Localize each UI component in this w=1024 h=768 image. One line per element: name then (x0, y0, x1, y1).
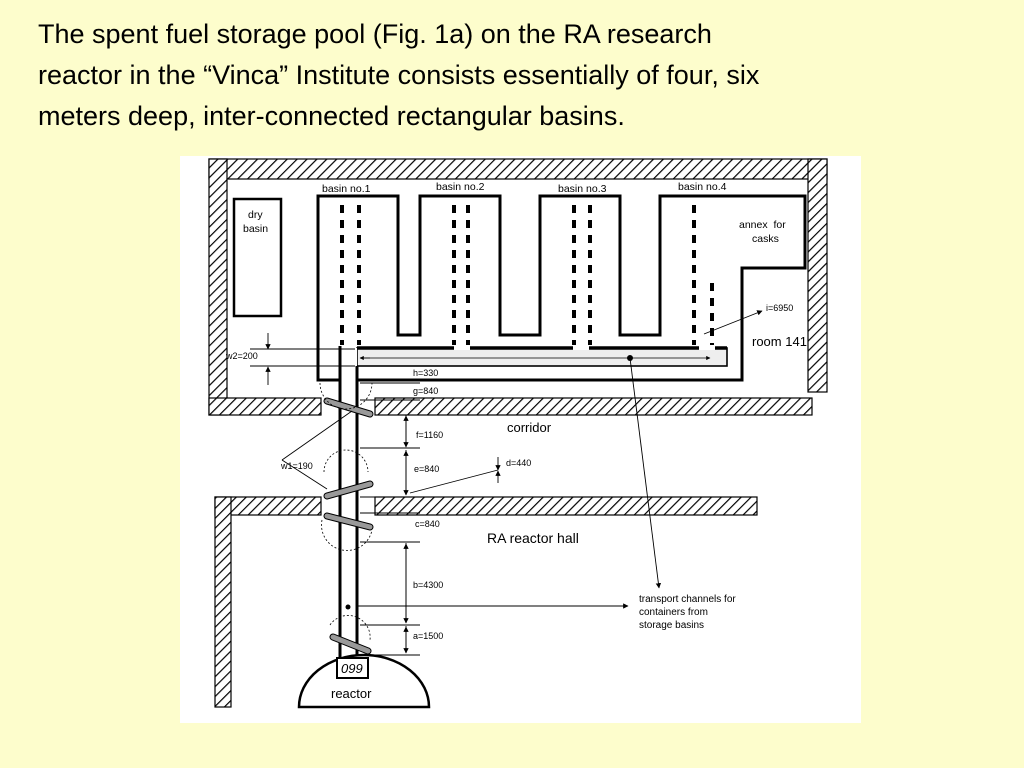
annex-label-1: annex for (739, 219, 786, 231)
top-wall (208, 158, 828, 180)
left-wall (208, 158, 228, 416)
basin-label-2: basin no.2 (436, 181, 485, 193)
dim-f-label: f=1160 (416, 430, 443, 440)
horizontal-transport-channel (356, 347, 728, 367)
basin-label-4: basin no.4 (678, 181, 727, 193)
dry-basin-label-1: dry (248, 209, 263, 221)
bottom-wall-left (208, 397, 322, 416)
basin-label-1: basin no.1 (322, 183, 371, 195)
dim-i-label: i=6950 (766, 303, 793, 313)
dim-c-label: c=840 (415, 519, 440, 529)
building-walls (208, 158, 828, 708)
dim-g-label: g=840 (413, 386, 438, 396)
reactor-code-box (336, 657, 369, 679)
dimension-lines (250, 310, 763, 656)
dry-basin-label-2: basin (243, 223, 268, 235)
corridor-label: corridor (507, 420, 552, 435)
basins-outline (316, 194, 807, 382)
dim-e-label: e=840 (414, 464, 439, 474)
dim-h-label: h=330 (413, 368, 438, 378)
right-wall (807, 158, 828, 393)
transport-note-3: storage basins (639, 620, 704, 631)
diagram-svg: 099 reactor (208, 158, 828, 709)
room-label: room 141 (752, 334, 807, 349)
transport-note-2: containers from (639, 607, 708, 618)
diagram-labels: basin no.1 basin no.2 basin no.3 basin n… (225, 181, 807, 641)
basin-label-3: basin no.3 (558, 183, 607, 195)
dim-d-label: d=440 (506, 458, 531, 468)
reactor-code: 099 (341, 661, 363, 676)
dry-basin (232, 197, 283, 318)
channel-gates (323, 397, 374, 655)
transport-note-1: transport channels for (639, 594, 736, 605)
dim-a-label: a=1500 (413, 631, 443, 641)
reactor-hall-label: RA reactor hall (487, 530, 579, 546)
hall-top-wall-right (374, 496, 758, 516)
paragraph-line-1: The spent fuel storage pool (Fig. 1a) on… (38, 19, 712, 49)
reactor-label: reactor (331, 686, 372, 701)
gate-clearance-arcs (319, 382, 373, 641)
vertical-transport-channel (338, 346, 359, 660)
dim-w2-label: w2=200 (225, 351, 258, 361)
paragraph-line-2: reactor in the “Vinca” Institute consist… (38, 60, 760, 90)
fuel-racks (340, 205, 714, 345)
hall-left-wall (214, 496, 232, 708)
paragraph-line-3: meters deep, inter-connected rectangular… (38, 101, 625, 131)
slide-paragraph: The spent fuel storage pool (Fig. 1a) on… (38, 14, 998, 137)
annex-label-2: casks (752, 233, 779, 245)
bottom-wall-right (374, 397, 813, 416)
dim-b-label: b=4300 (413, 580, 443, 590)
storage-pool-diagram: 099 reactor (180, 156, 861, 723)
dim-w1-label: w1=190 (280, 461, 313, 471)
